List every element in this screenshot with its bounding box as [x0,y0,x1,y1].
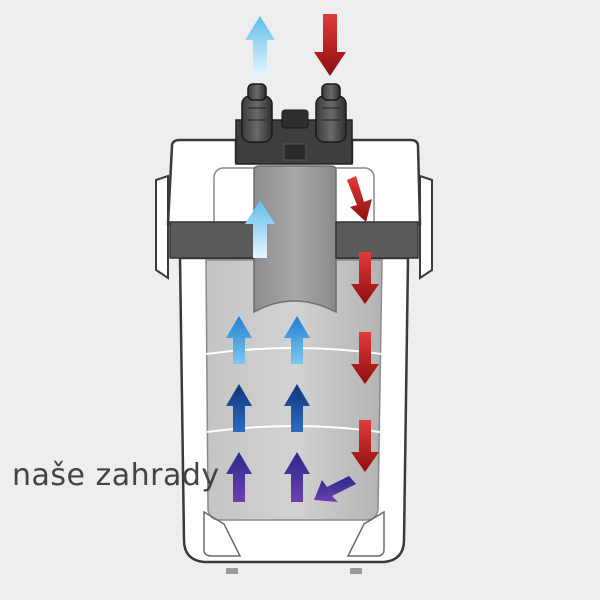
arrow-down-icon [347,176,372,222]
arrow-down-icon [314,14,346,76]
base-foot-right [346,510,385,557]
right-clip [419,174,433,280]
arrow-up-icon [226,384,252,432]
foot-pad-right [350,568,362,574]
arrow-up-icon [284,452,310,502]
intake-core [253,165,337,314]
watermark-text: naše zahrady [12,458,220,493]
outlet-valve [241,83,273,143]
clamp-band-right [335,221,419,259]
foot-pad-left [226,568,238,574]
arrow-down-icon [351,332,379,384]
base-foot-left [203,510,242,557]
arrow-down-icon [351,252,379,304]
arrow-up-icon [284,384,310,432]
arrow-up-icon [226,452,252,502]
arrow-diagonal-icon [314,476,356,502]
arrow-up-icon [284,316,310,364]
valve-lever-grip [283,143,307,161]
arrow-up-icon [226,316,252,364]
inlet-valve [315,83,347,143]
valve-lever [281,109,309,129]
arrow-up-icon [245,16,275,76]
clamp-band [169,221,255,259]
left-clip [155,174,169,280]
arrow-up-icon [245,200,275,258]
arrow-down-icon [351,420,379,472]
